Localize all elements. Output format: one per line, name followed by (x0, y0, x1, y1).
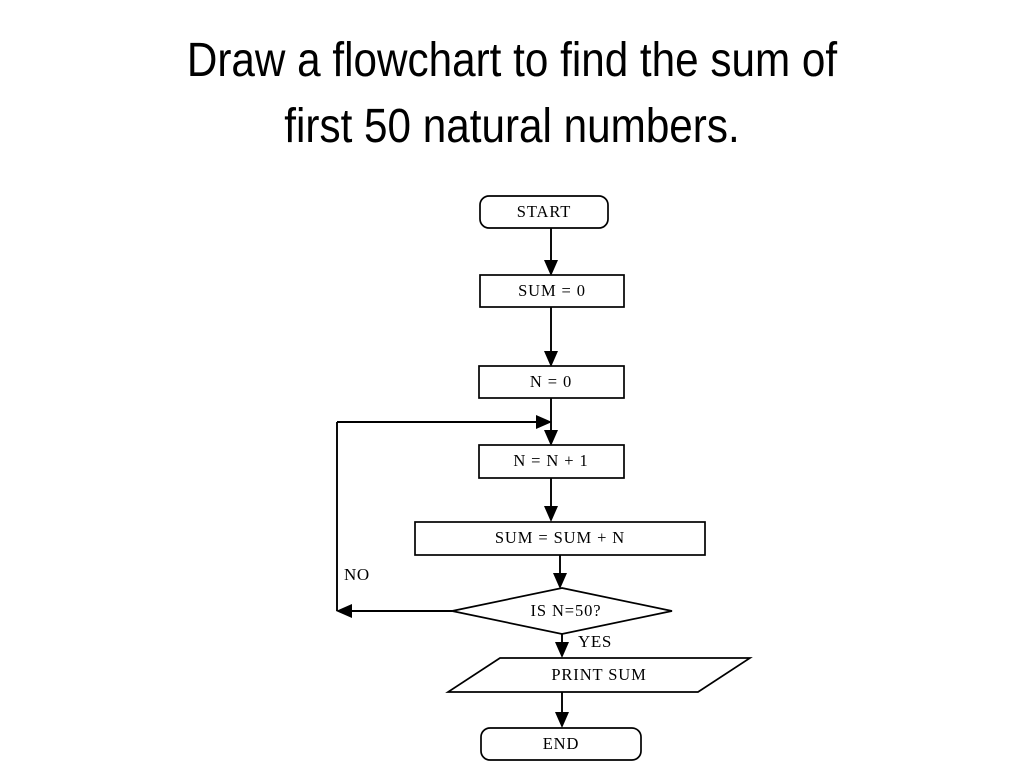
node-print-sum[interactable]: PRINT SUM (445, 657, 753, 693)
node-sum-init-label: SUM = 0 (518, 281, 586, 300)
edge-print-to-end (555, 692, 569, 728)
edge-start-to-sum-init (544, 228, 558, 276)
node-sum-accumulate-label: SUM = SUM + N (495, 528, 625, 547)
page-title: Draw a flowchart to find the sum of firs… (186, 34, 838, 154)
edge-sum-acc-to-decision (553, 555, 567, 589)
edge-decision-yes-to-print (555, 634, 569, 658)
node-end[interactable]: END (480, 727, 642, 761)
node-decision[interactable]: IS N=50? (451, 587, 673, 635)
node-print-sum-label: PRINT SUM (551, 665, 646, 684)
edge-n-init-to-n-inc (544, 398, 558, 446)
branch-label-yes: YES (578, 632, 612, 651)
edge-n-inc-to-sum-acc (544, 478, 558, 522)
node-start[interactable]: START (479, 195, 609, 229)
node-decision-label: IS N=50? (530, 601, 601, 620)
node-sum-accumulate[interactable]: SUM = SUM + N (414, 521, 706, 556)
edge-decision-no-loopback (336, 415, 552, 618)
node-end-label: END (543, 734, 580, 753)
node-n-init[interactable]: N = 0 (478, 365, 625, 399)
node-n-init-label: N = 0 (530, 372, 572, 391)
branch-label-no: NO (344, 565, 370, 584)
edge-sum-init-to-n-init (544, 307, 558, 367)
node-n-increment-label: N = N + 1 (513, 451, 588, 470)
node-start-label: START (517, 202, 571, 221)
node-n-increment[interactable]: N = N + 1 (478, 444, 625, 479)
node-sum-init[interactable]: SUM = 0 (479, 274, 625, 308)
